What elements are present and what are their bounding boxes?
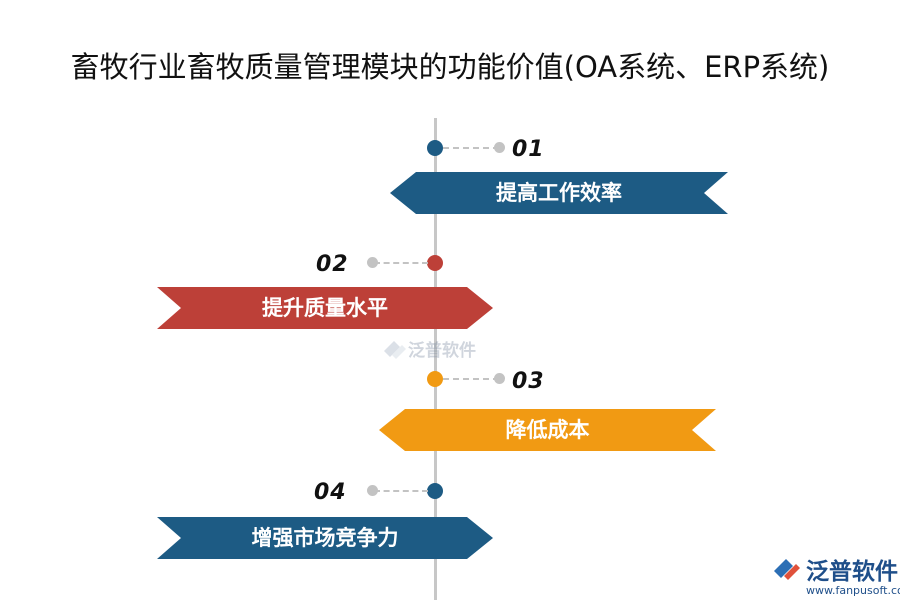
brand-logo-icon xyxy=(384,340,406,359)
brand-logo-icon xyxy=(774,559,800,580)
timeline-node-1 xyxy=(427,140,443,156)
watermark-corner: 泛普软件 www.fanpusoft.com xyxy=(770,552,900,597)
connector-end-1 xyxy=(494,142,505,153)
connector-end-4 xyxy=(367,485,378,496)
timeline-node-2 xyxy=(427,255,443,271)
connector-2 xyxy=(374,262,428,264)
watermark-center: 泛普软件 xyxy=(380,336,476,361)
timeline-node-4 xyxy=(427,483,443,499)
timeline-axis xyxy=(434,118,437,600)
connector-4 xyxy=(374,490,428,492)
item-banner-3: 降低成本 xyxy=(379,409,716,451)
item-banner-1: 提高工作效率 xyxy=(390,172,728,214)
connector-3 xyxy=(443,378,499,380)
item-number-2: 02 xyxy=(316,252,349,277)
item-banner-2: 提升质量水平 xyxy=(157,287,493,329)
connector-end-3 xyxy=(494,373,505,384)
item-number-1: 01 xyxy=(512,137,545,162)
connector-end-2 xyxy=(367,257,378,268)
page-title: 畜牧行业畜牧质量管理模块的功能价值(OA系统、ERP系统) xyxy=(70,50,830,84)
timeline-node-3 xyxy=(427,371,443,387)
item-number-3: 03 xyxy=(512,369,545,394)
watermark-corner-brand: 泛普软件 xyxy=(806,559,898,585)
connector-1 xyxy=(443,147,499,149)
item-banner-4: 增强市场竞争力 xyxy=(157,517,493,559)
item-number-4: 04 xyxy=(314,480,347,505)
watermark-url: www.fanpusoft.com xyxy=(806,584,900,597)
watermark-brand: 泛普软件 xyxy=(408,341,476,361)
